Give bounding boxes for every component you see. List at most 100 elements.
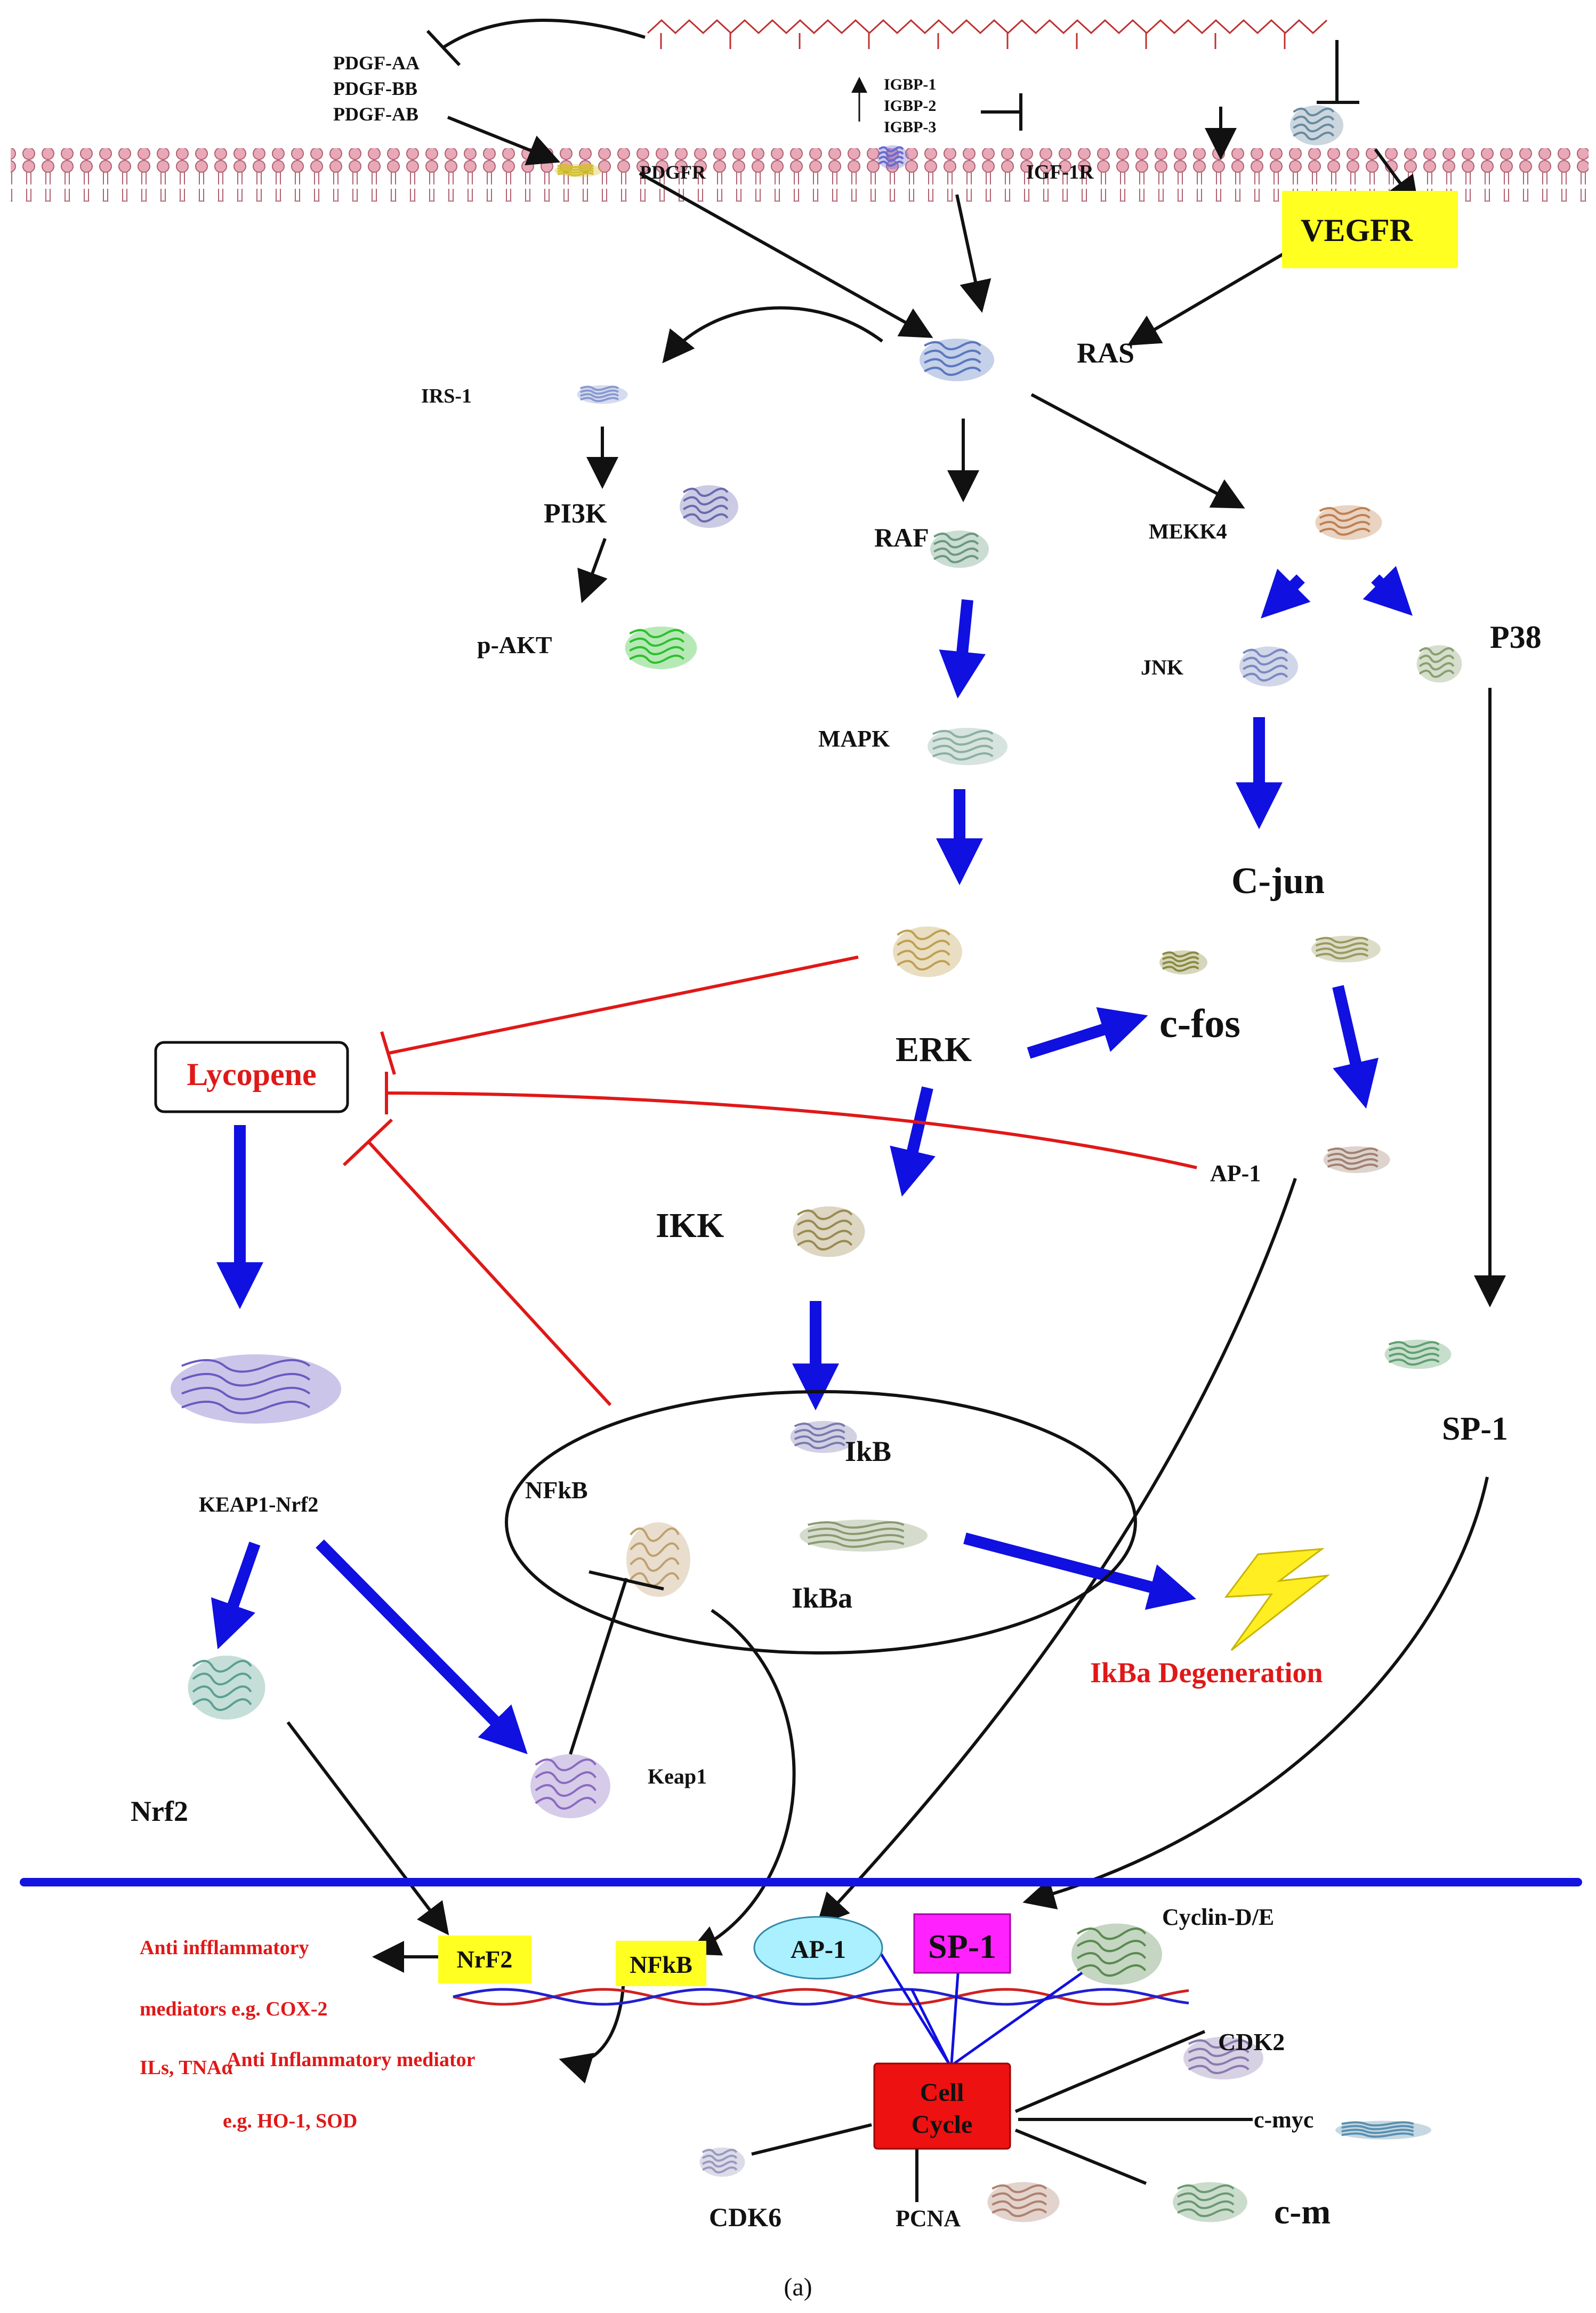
labels: PDGF-AA PDGF-BB PDGF-AB PDGFR IGBP-1 IGB… bbox=[131, 52, 1542, 2301]
pdgf-bb-label: PDGF-BB bbox=[333, 78, 417, 99]
nrf2-box bbox=[438, 1935, 531, 1983]
protein-helix-icon bbox=[1319, 507, 1371, 515]
ikba-degeneration-label: IkBa Degeneration bbox=[1090, 1657, 1323, 1689]
cdk6-cellcycle-line bbox=[751, 2123, 872, 2156]
erk-ikk-arrow bbox=[890, 1086, 936, 1197]
cjun-ap1-arrow bbox=[1332, 985, 1379, 1109]
protein-helix-icon bbox=[1388, 1347, 1440, 1354]
mekk4-label: MEKK4 bbox=[1149, 519, 1227, 543]
protein-structure-icon bbox=[930, 531, 989, 568]
igbp2-label: IGBP-2 bbox=[884, 97, 936, 115]
protein-helix-icon bbox=[1162, 961, 1199, 967]
protein-helix-icon bbox=[1293, 115, 1335, 125]
protein-helix-icon bbox=[1243, 648, 1288, 658]
ikb-label: IkB bbox=[845, 1435, 891, 1467]
nfkb-nucleus-arrow bbox=[687, 1609, 796, 1956]
protein-helix-icon bbox=[1293, 131, 1335, 141]
ap1-lycopene-inhibit bbox=[386, 1091, 1197, 1169]
ikba-degeneration-arrow bbox=[963, 1532, 1197, 1610]
nrf2-label: Nrf2 bbox=[131, 1795, 188, 1827]
protein-helix-icon bbox=[192, 1685, 252, 1698]
protein-helix-icon bbox=[629, 654, 685, 664]
protein-helix-icon bbox=[897, 950, 950, 961]
anti-line3b: Anti Inflammatory mediator bbox=[227, 2049, 475, 2071]
protein-helix-icon bbox=[992, 2192, 1047, 2202]
protein-helix-icon bbox=[1418, 662, 1455, 671]
cm-cellcycle-line bbox=[1014, 2129, 1147, 2185]
protein-helix-icon bbox=[1177, 2184, 1235, 2194]
mekk4-p38-arrow bbox=[1363, 566, 1413, 616]
protein-helix-icon bbox=[1293, 123, 1335, 133]
protein-helix-icon bbox=[992, 2208, 1047, 2218]
protein-structure-icon bbox=[1323, 1146, 1390, 1173]
protein-helix-icon bbox=[897, 960, 950, 971]
protein-helix-icon bbox=[794, 1442, 845, 1449]
p38-label: P38 bbox=[1490, 620, 1542, 655]
anti-line3a: ILs, TNAα bbox=[140, 2057, 233, 2079]
protein-structure-icon bbox=[800, 1520, 928, 1552]
protein-helix-icon bbox=[808, 1528, 905, 1535]
protein-helix-icon bbox=[932, 752, 994, 761]
protein-helix-icon bbox=[797, 1219, 853, 1231]
cell-cycle-line2: Cycle bbox=[912, 2110, 973, 2139]
pdgf-aa-label: PDGF-AA bbox=[333, 52, 420, 74]
protein-helix-icon bbox=[794, 1435, 845, 1443]
protein-helix-icon bbox=[1315, 942, 1369, 949]
pi3k-pakt-arrow bbox=[577, 537, 608, 604]
protein-helix-icon bbox=[1319, 520, 1371, 529]
vegfr-label: VEGFR bbox=[1301, 213, 1413, 248]
protein-structure-icon bbox=[680, 485, 738, 528]
protein-helix-icon bbox=[878, 160, 904, 167]
protein-helix-icon bbox=[630, 1557, 680, 1572]
protein-structure-icon bbox=[1416, 645, 1462, 682]
protein-helix-icon bbox=[535, 1758, 597, 1771]
protein-structure-icon bbox=[626, 1522, 690, 1597]
pdgfr-ras-arrow bbox=[639, 172, 933, 338]
nfkbbox-anti-arrow bbox=[559, 1978, 625, 2084]
keap1-nrf2-label: KEAP1-Nrf2 bbox=[199, 1492, 318, 1516]
ikk-label: IKK bbox=[656, 1206, 724, 1245]
protein-helix-icon bbox=[181, 1400, 311, 1415]
ap1-ellipse bbox=[753, 1916, 883, 1980]
cyclin-label: Cyclin-D/E bbox=[1162, 1904, 1274, 1930]
protein-helix-icon bbox=[1188, 2047, 1250, 2057]
irs1-label: IRS-1 bbox=[421, 385, 472, 407]
anti-line1: Anti infflammatory bbox=[140, 1937, 309, 1959]
sp1-label: SP-1 bbox=[1442, 1411, 1508, 1447]
protein-helix-icon bbox=[192, 1660, 252, 1673]
lycopene-chain-icon bbox=[647, 19, 1328, 49]
protein-helix-icon bbox=[702, 2161, 738, 2168]
protein-helix-icon bbox=[181, 1359, 311, 1373]
protein-helix-icon bbox=[1341, 2125, 1414, 2131]
nrf2-nrf2box-arrow bbox=[286, 1721, 449, 1935]
protein-structure-icon bbox=[928, 728, 1007, 765]
protein-helix-icon bbox=[1418, 654, 1455, 663]
protein-helix-icon bbox=[878, 146, 904, 152]
pcna-label: PCNA bbox=[896, 2205, 961, 2231]
cdk6-label: CDK6 bbox=[709, 2202, 781, 2232]
protein-structure-icon bbox=[1311, 936, 1381, 962]
protein-helix-icon bbox=[1076, 1964, 1147, 1977]
protein-structure-icon bbox=[625, 627, 697, 669]
protein-helix-icon bbox=[932, 737, 994, 746]
protein-helix-icon bbox=[181, 1386, 311, 1401]
pdgf-ab-label: PDGF-AB bbox=[333, 103, 418, 125]
protein-helix-icon bbox=[797, 1240, 853, 1251]
cell-cycle-box bbox=[873, 2062, 1011, 2150]
protein-helix-icon bbox=[557, 166, 594, 171]
cdk2-label: CDK2 bbox=[1218, 2028, 1285, 2055]
protein-helix-icon bbox=[1162, 956, 1199, 962]
protein-helix-icon bbox=[702, 2166, 738, 2174]
cdk2-cellcycle-line bbox=[1014, 2030, 1206, 2113]
protein-helix-icon bbox=[808, 1540, 905, 1548]
dna-strand-icon bbox=[453, 1988, 1189, 2006]
protein-helix-icon bbox=[933, 540, 979, 549]
keap1nrf2-nrf2-arrow bbox=[211, 1541, 261, 1650]
ap1-label: AP-1 bbox=[1210, 1160, 1261, 1186]
pakt-label: p-AKT bbox=[477, 631, 552, 658]
keap1-nfkb-inhibit-line bbox=[569, 1578, 628, 1755]
ras-mekk4-arrow bbox=[1030, 393, 1245, 509]
protein-helix-icon bbox=[1327, 1158, 1379, 1165]
protein-helix-icon bbox=[1341, 2132, 1414, 2138]
protein-helix-icon bbox=[1177, 2208, 1235, 2218]
